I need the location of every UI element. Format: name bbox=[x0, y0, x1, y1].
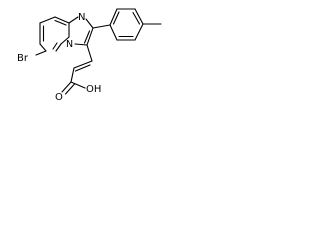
bond bbox=[112, 11, 120, 25]
chemical-structure-diagram: Br N N O OH bbox=[17, 8, 162, 103]
bond bbox=[134, 23, 144, 41]
bond bbox=[39, 43, 47, 52]
bond bbox=[86, 44, 93, 62]
acrylic-acid-chain bbox=[61, 44, 93, 95]
carbonyl-oxygen-label: O bbox=[55, 92, 63, 103]
bond bbox=[73, 60, 93, 69]
bond bbox=[109, 24, 118, 41]
bond bbox=[61, 81, 72, 93]
bond bbox=[55, 43, 62, 52]
tolyl-group bbox=[92, 8, 162, 41]
bond bbox=[60, 36, 70, 45]
bromine-label: Br bbox=[17, 53, 29, 64]
bond bbox=[54, 16, 70, 24]
hydroxyl-label: OH bbox=[86, 84, 101, 95]
bond bbox=[85, 18, 94, 29]
bond bbox=[132, 11, 141, 25]
bond bbox=[68, 16, 79, 24]
bond bbox=[64, 83, 76, 95]
bond-to-bromine bbox=[35, 50, 47, 56]
bond bbox=[54, 19, 67, 26]
bond bbox=[70, 67, 75, 83]
nitrogen-label: N bbox=[78, 12, 85, 23]
pyridine-ring bbox=[39, 16, 70, 52]
bond bbox=[92, 24, 111, 29]
bond bbox=[74, 64, 91, 72]
imidazole-ring bbox=[68, 16, 94, 46]
bond bbox=[83, 30, 91, 44]
bridge-nitrogen-label: N bbox=[66, 39, 73, 50]
bond bbox=[74, 43, 88, 46]
bond bbox=[52, 42, 58, 50]
bond bbox=[134, 8, 144, 25]
bond bbox=[86, 27, 94, 46]
bond bbox=[109, 8, 118, 26]
bond bbox=[39, 16, 56, 24]
bond bbox=[70, 81, 86, 89]
